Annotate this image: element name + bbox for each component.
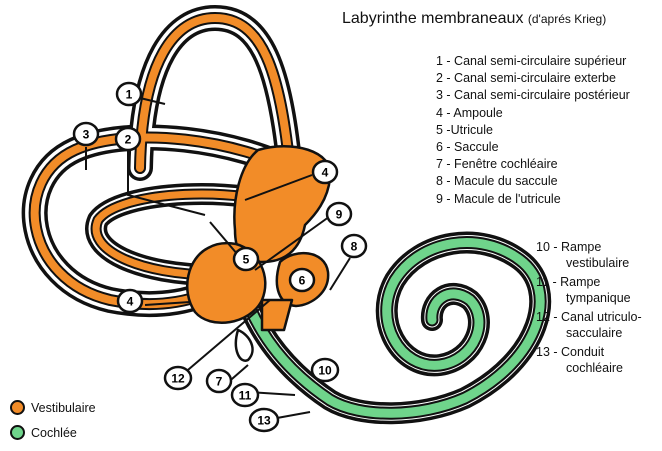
legend-text: Rampe xyxy=(560,275,600,291)
legend-number: 11 - xyxy=(536,275,560,291)
marker-1: 1 xyxy=(117,83,141,105)
marker-label: 8 xyxy=(351,240,358,254)
cochlea-swatch xyxy=(10,425,25,440)
marker-12: 12 xyxy=(165,367,191,389)
marker-13: 13 xyxy=(250,409,278,431)
legend-text: Canal utriculo- xyxy=(561,310,642,326)
marker-4-upper: 4 xyxy=(313,161,337,183)
structure-legend: 1 - Canal semi-circulaire supérieur 2 - … xyxy=(436,53,630,208)
legend-item: 4 - Ampoule xyxy=(436,105,630,122)
legend-number: 12 - xyxy=(536,310,561,326)
marker-7: 7 xyxy=(207,370,231,392)
marker-label: 9 xyxy=(336,208,343,222)
diagram-title: Labyrinthe membraneaux (d'aprés Krieg) xyxy=(342,10,606,28)
sacculo-cochlear-junction xyxy=(262,300,292,330)
marker-label: 12 xyxy=(171,372,185,386)
legend-number: 10 - xyxy=(536,240,561,256)
key-label: Cochlée xyxy=(31,426,77,440)
legend-number: 13 - xyxy=(536,345,561,361)
vestibular-swatch xyxy=(10,400,25,415)
title-source: (d'aprés Krieg) xyxy=(528,12,606,26)
marker-label: 4 xyxy=(322,166,329,180)
marker-label: 10 xyxy=(318,364,332,378)
marker-3: 3 xyxy=(74,123,98,145)
legend-text: cochléaire xyxy=(536,361,642,377)
legend-text: tympanique xyxy=(536,291,642,307)
legend-text: sacculaire xyxy=(536,326,642,342)
legend-item: 2 - Canal semi-circulaire exterbe xyxy=(436,70,630,87)
legend-item: 5 -Utricule xyxy=(436,122,630,139)
legend-item: 12 - Canal utriculo-sacculaire xyxy=(536,310,642,341)
marker-4-lower: 4 xyxy=(118,290,142,312)
marker-6: 6 xyxy=(290,269,314,291)
legend-item: 9 - Macule de l'utricule xyxy=(436,191,630,208)
legend-item: 7 - Fenêtre cochléaire xyxy=(436,156,630,173)
marker-label: 11 xyxy=(239,389,252,403)
key-vestibular: Vestibulaire xyxy=(10,400,96,415)
marker-label: 1 xyxy=(126,88,133,102)
marker-label: 7 xyxy=(216,375,223,389)
legend-item: 8 - Macule du saccule xyxy=(436,173,630,190)
legend-text: vestibulaire xyxy=(536,256,642,272)
marker-8: 8 xyxy=(342,235,366,257)
legend-item: 6 - Saccule xyxy=(436,139,630,156)
key-cochlea: Cochlée xyxy=(10,425,77,440)
marker-label: 3 xyxy=(83,128,90,142)
marker-2: 2 xyxy=(116,128,140,150)
marker-label: 5 xyxy=(243,253,250,267)
legend-item: 3 - Canal semi-circulaire postérieur xyxy=(436,87,630,104)
legend-text: Rampe xyxy=(561,240,601,256)
title-main: Labyrinthe membraneaux xyxy=(342,10,523,27)
cochlear-window xyxy=(236,330,253,361)
marker-label: 13 xyxy=(257,414,271,428)
legend-text: Conduit xyxy=(561,345,604,361)
marker-10: 10 xyxy=(312,359,338,381)
key-label: Vestibulaire xyxy=(31,401,96,415)
legend-item: 1 - Canal semi-circulaire supérieur xyxy=(436,53,630,70)
marker-5: 5 xyxy=(234,248,258,270)
marker-label: 2 xyxy=(125,133,132,147)
marker-label: 4 xyxy=(127,295,134,309)
marker-9: 9 xyxy=(327,203,351,225)
marker-11: 11 xyxy=(232,384,258,406)
marker-label: 6 xyxy=(299,274,306,288)
